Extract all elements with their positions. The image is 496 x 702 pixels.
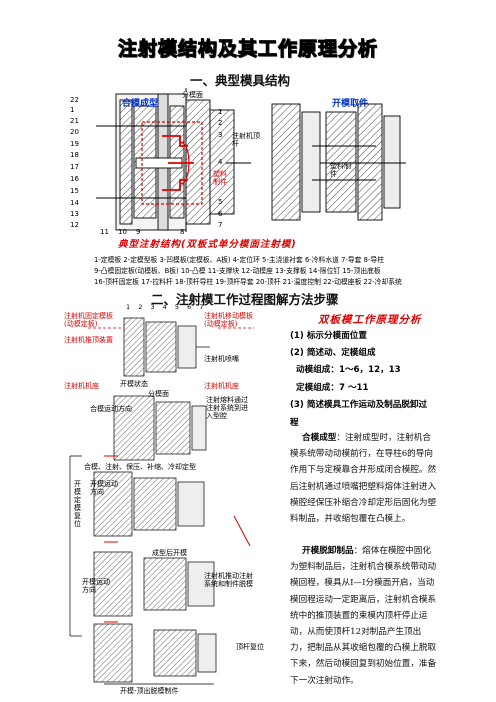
num-left-9: 14 <box>70 199 79 207</box>
analysis-title: 双板模工作原理分析 <box>318 314 422 326</box>
num-left-7: 16 <box>70 175 79 183</box>
label-open-direction-2: 开模运动方向 <box>82 578 110 594</box>
num-right-0: 1 <box>218 108 223 116</box>
label-moving-base: 注射机机座 <box>204 382 239 390</box>
num-bottom-0: 11 <box>100 228 109 236</box>
label-bottom-eject: 开模-顶出脱模制件 <box>120 687 179 695</box>
num-right-1: 2 <box>218 119 223 127</box>
paragraph-mold-open: 开模脱卸制品：熔体在模腔中固化为塑料制品后，注射机合模系统带动动模回程，模具从I… <box>290 543 438 689</box>
analysis-item-1: (1) 标示分模面位置 <box>290 331 367 341</box>
label-nozzle: 注射机顶杆 <box>232 132 260 148</box>
legend-line-3: 16-顶杆固定板 17-拉料杆 18-顶杆导柱 19-顶杆导套 20-顶杆 21… <box>94 278 402 286</box>
label-melt-flow: 注射熔料通过注射系统到进入型腔 <box>206 396 248 420</box>
num-left-2: 21 <box>70 117 79 125</box>
label-cycle: 合模、注射、保压、补缩、冷却定型 <box>84 463 196 471</box>
mold-structure-drawing <box>96 88 406 234</box>
mold-structure-diagram <box>76 86 426 236</box>
stage-num-4: 4 <box>162 303 170 311</box>
num-left-5: 18 <box>70 151 79 159</box>
num-right-6: 7 <box>218 221 223 229</box>
work-process-drawing <box>69 317 254 685</box>
num-left-8: 15 <box>70 187 79 195</box>
legend-line-1: 1-定模板 2-定模型板 3-凹模板(定模板、A板) 4-定位环 5-主浇道衬套… <box>94 256 384 264</box>
label-after-molding: 成型后开模 <box>152 549 187 557</box>
label-part-right: 塑料制件 <box>330 162 351 178</box>
stage-num-2: 2 <box>138 303 146 311</box>
section-heading-2: 二、注射模工作过程图解方法步骤 <box>151 292 339 307</box>
analysis-item-5: (3) 简述模具工作运动及制品脱卸过 <box>290 400 428 410</box>
num-left-0: 22 <box>70 96 79 104</box>
paragraph-mold-open-head: 开模脱卸制品 <box>302 546 354 556</box>
num-right-3: 4 <box>218 158 223 166</box>
stage-num-3: 3 <box>150 303 158 311</box>
label-parting-plane: 分模面 <box>182 91 203 99</box>
num-left-10: 13 <box>70 210 79 218</box>
label-nozzle-2: 注射机喷嘴 <box>204 355 239 363</box>
label-open-state: 开模状态 <box>120 380 148 388</box>
stage-numbers: 1 2 3 4 5 6 7 <box>126 303 206 311</box>
paragraph-mold-open-body: ：熔体在模腔中固化为塑料制品后，注射机合模系统带动动模回程，模具从I—I分模面开… <box>290 546 437 686</box>
num-left-4: 19 <box>70 140 79 148</box>
work-process-diagram <box>64 306 284 692</box>
num-left-6: 17 <box>70 163 79 171</box>
label-parting-2: 分模面 <box>148 390 169 398</box>
stage-num-1: 1 <box>126 303 134 311</box>
analysis-item-3: 动模组成：1～6，12，13 <box>296 365 401 375</box>
label-clamp-direction: 合模运动方向 <box>90 405 132 413</box>
label-eject-action: 注射机推动注射系统和制件脱模 <box>204 572 253 588</box>
paragraph-mold-close-head: 合模成型 <box>302 433 337 443</box>
label-vertical-reset: 开模定模复位 <box>74 480 81 528</box>
legend-line-2: 9-凸模固定板(动模板、B板) 10-凸模 11-支撑块 12-动模座 13-支… <box>94 267 381 275</box>
num-bottom-2: 9 <box>136 228 141 236</box>
analysis-item-2: (2) 简述动、定模组成 <box>290 348 376 358</box>
label-injection-device: 注射机推顶装置 <box>64 336 113 344</box>
stage-num-5: 5 <box>174 303 183 311</box>
label-pin-reset: 顶杆复位 <box>236 643 264 651</box>
num-left-3: 20 <box>70 128 79 136</box>
label-fixed-base: 注射机机座 <box>64 382 99 390</box>
num-bottom-3: 8 <box>180 228 185 236</box>
analysis-item-4: 定模组成：7 ～11 <box>296 383 369 393</box>
section-heading-1: 一、典型模具结构 <box>190 73 291 88</box>
num-left-1: 1 <box>70 106 75 114</box>
analysis-item-6: 程 <box>290 418 299 428</box>
stage-num-6: 6 <box>187 303 195 311</box>
label-open-direction-1: 开模运动方向 <box>90 480 118 496</box>
label-moving-plate: 注射机移动模板(动模定板) <box>204 312 253 328</box>
num-right-5: 6 <box>218 210 223 218</box>
num-bottom-1: 10 <box>118 228 127 236</box>
num-right-2: 3 <box>218 131 223 139</box>
paragraph-mold-close-body: ：注射成型时，注射机合模系统带动动模前行，在导柱6的导向作用下与定模靠合并形成闭… <box>290 433 437 525</box>
label-mold-close: 合模成型 <box>122 99 159 109</box>
diagram-caption: 典型注射结构(双板式单分模面注射模) <box>118 239 297 250</box>
num-right-4: 5 <box>218 198 223 206</box>
num-left-11: 12 <box>70 221 79 229</box>
page-title: 注射模结构及其工作原理分析 <box>117 37 378 60</box>
label-fixed-plate: 注射机固定模板(动模定板) <box>64 312 113 328</box>
label-mold-open: 开模取件 <box>332 99 369 109</box>
label-plastic-part: 塑料制件 <box>213 170 227 186</box>
stage-num-7: 7 <box>199 303 207 311</box>
paragraph-mold-close: 合模成型：注射成型时，注射机合模系统带动动模前行，在导柱6的导向作用下与定模靠合… <box>290 430 438 527</box>
